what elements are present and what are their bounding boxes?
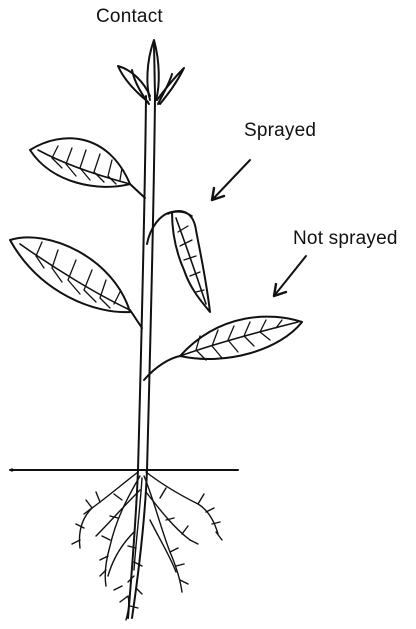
arrow-sprayed [212, 160, 250, 200]
ground-line [10, 468, 238, 471]
diagram-title: Contact [96, 6, 163, 28]
not-sprayed-label: Not sprayed [293, 228, 398, 250]
leaf-upper-left [30, 138, 145, 198]
terminal-bud [118, 40, 184, 104]
root-system [72, 472, 222, 620]
arrow-not-sprayed [274, 256, 306, 296]
sprayed-label: Sprayed [244, 120, 316, 142]
plant-stem [128, 96, 155, 618]
leaf-right [144, 317, 302, 380]
wilted-sprayed-leaf [147, 211, 210, 312]
leaf-lower-left [10, 237, 142, 328]
